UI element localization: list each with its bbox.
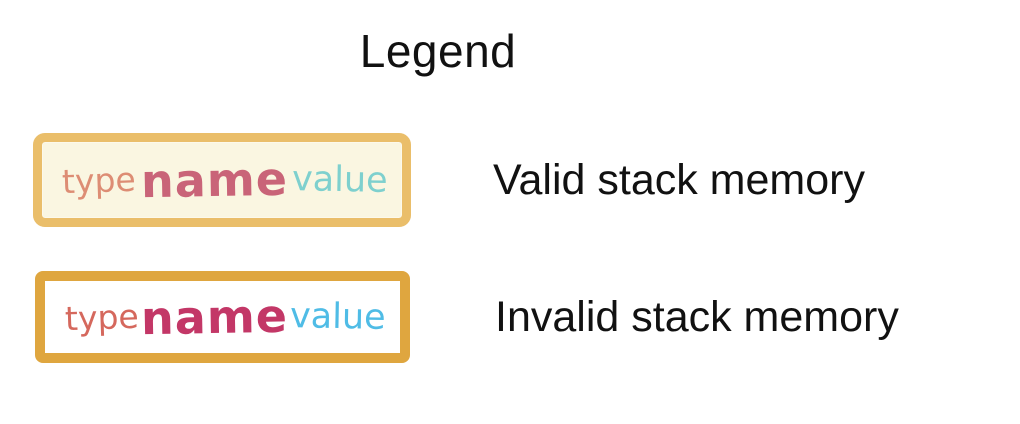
legend-title: Legend [359,25,517,77]
invalid-stack-memory-box: type name value [35,271,410,363]
type-field-label: type [64,296,140,338]
invalid-stack-memory-label: Invalid stack memory [495,292,899,341]
value-field-label: value [292,158,389,201]
valid-stack-memory-box: type name value [33,133,411,227]
value-field-label: value [290,295,387,338]
type-field-label: type [61,159,137,201]
valid-stack-memory-label: Valid stack memory [493,155,865,204]
name-field-label: name [140,288,289,346]
name-field-label: name [140,151,288,209]
